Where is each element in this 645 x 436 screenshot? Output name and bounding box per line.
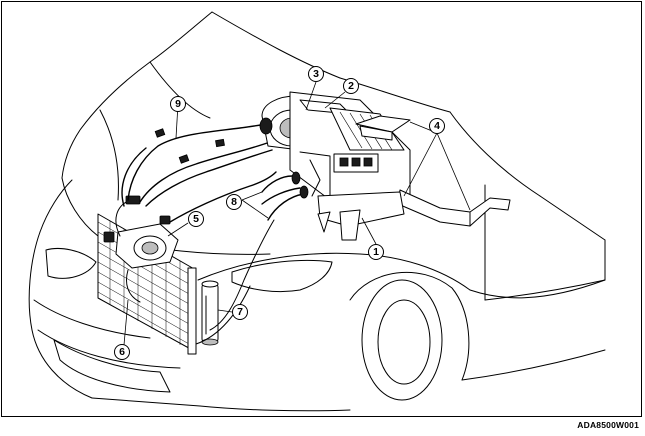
callout-5: 5 — [188, 211, 204, 227]
callout-6: 6 — [114, 344, 130, 360]
callout-4-label: 4 — [434, 120, 440, 132]
callout-1: 1 — [368, 244, 384, 260]
car-body-outline — [28, 11, 606, 412]
callout-6-label: 6 — [119, 346, 125, 358]
callout-2: 2 — [343, 78, 359, 94]
callout-2-label: 2 — [348, 80, 354, 92]
callout-8: 8 — [226, 194, 242, 210]
callout-7-label: 7 — [237, 306, 243, 318]
callout-1-label: 1 — [373, 246, 379, 258]
callout-4: 4 — [429, 118, 445, 134]
figure-code: ADA8500W001 — [577, 420, 639, 430]
callout-leaders — [123, 81, 471, 346]
callout-5-label: 5 — [193, 213, 199, 225]
callout-7: 7 — [232, 304, 248, 320]
heater-hoses — [261, 171, 309, 221]
compressor — [103, 195, 179, 303]
callout-9: 9 — [170, 96, 186, 112]
refrigerant-lines — [121, 123, 277, 345]
callout-3-label: 3 — [313, 68, 319, 80]
hvac-unit — [259, 91, 511, 241]
callout-9-label: 9 — [175, 98, 181, 110]
callout-8-label: 8 — [231, 196, 237, 208]
callout-3: 3 — [308, 66, 324, 82]
receiver-drier — [201, 280, 219, 346]
